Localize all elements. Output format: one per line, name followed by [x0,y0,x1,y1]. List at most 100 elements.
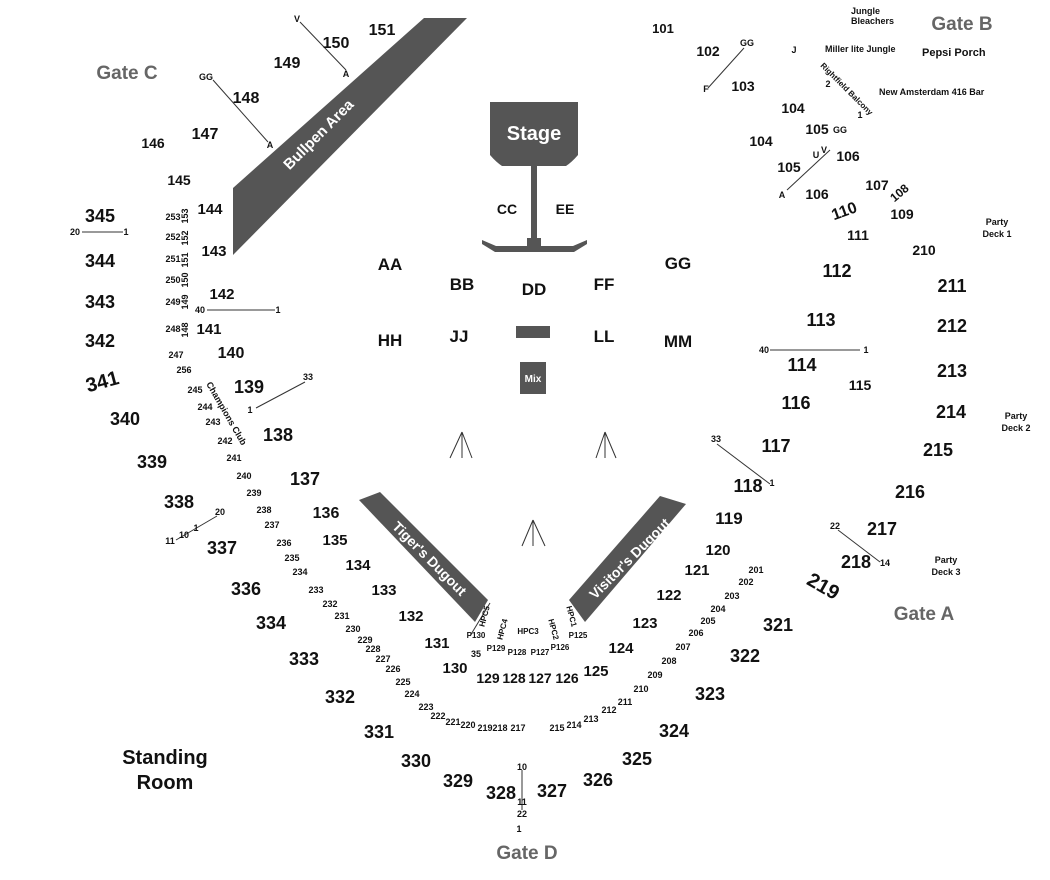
section-326[interactable]: 326 [583,770,613,790]
section-105a[interactable]: 105 [805,121,829,137]
section-121[interactable]: 121 [684,562,709,579]
section-215[interactable]: 215 [923,440,953,460]
floor-section[interactable]: BB [450,275,475,294]
floor-section[interactable]: DD [522,280,547,299]
section-336[interactable]: 336 [231,579,261,599]
section-327[interactable]: 327 [537,781,567,801]
section-104b[interactable]: 104 [749,133,773,149]
section-142[interactable]: 142 [209,286,234,303]
section-333[interactable]: 333 [289,649,319,669]
section-111[interactable]: 111 [847,227,869,243]
section-217[interactable]: 217 [867,519,897,539]
section-123[interactable]: 123 [632,615,657,632]
jungle-bleachers-label[interactable]: Jungle [851,6,880,16]
section-122[interactable]: 122 [656,587,681,604]
section-212[interactable]: 212 [937,316,967,336]
section-106b[interactable]: 106 [805,186,829,202]
section-115[interactable]: 115 [849,377,872,393]
floor-section[interactable]: AA [378,255,403,274]
section-216[interactable]: 216 [895,482,925,502]
section-337[interactable]: 337 [207,538,237,558]
section-334[interactable]: 334 [256,613,286,633]
floor-section[interactable]: FF [594,275,615,294]
section-130[interactable]: 130 [442,660,467,677]
bullpen-area[interactable]: Bullpen Area [233,18,467,255]
section-128[interactable]: 128 [502,670,526,686]
section-149[interactable]: 149 [274,55,301,72]
section-114[interactable]: 114 [787,355,816,375]
section-342[interactable]: 342 [85,331,115,351]
section-117[interactable]: 117 [761,436,790,456]
section-112[interactable]: 112 [822,261,851,281]
gate-b[interactable]: Gate B [931,14,992,35]
section-138[interactable]: 138 [263,425,293,445]
section-127[interactable]: 127 [528,670,552,686]
section-110[interactable]: 110 [829,199,859,224]
section-107[interactable]: 107 [865,177,889,193]
floor-section[interactable]: EE [556,201,575,217]
section-136[interactable]: 136 [313,505,340,522]
floor-section[interactable]: LL [594,327,615,346]
standing-room-label[interactable]: Standing [122,747,208,769]
section-145[interactable]: 145 [167,172,191,188]
section-340[interactable]: 340 [110,409,140,429]
mix-booth[interactable]: Mix [520,362,546,394]
section-338[interactable]: 338 [164,492,194,512]
section-108[interactable]: 108 [887,181,912,205]
section-105b[interactable]: 105 [777,159,801,175]
section-129[interactable]: 129 [476,670,500,686]
party-deck-1-label[interactable]: Party [986,217,1009,227]
party-deck-2-label[interactable]: Party [1005,411,1028,421]
section-218[interactable]: 218 [841,552,871,572]
section-116[interactable]: 116 [781,393,810,413]
section-324[interactable]: 324 [659,721,689,741]
section-135[interactable]: 135 [322,532,347,549]
floor-section[interactable]: CC [497,201,517,217]
section-332[interactable]: 332 [325,687,355,707]
floor-section[interactable]: GG [665,254,691,273]
section-101[interactable]: 101 [652,21,674,36]
floor-section[interactable]: MM [664,332,692,351]
gate-d[interactable]: Gate D [496,843,557,864]
section-344[interactable]: 344 [85,251,115,271]
section-148[interactable]: 148 [233,90,260,107]
section-331[interactable]: 331 [364,722,394,742]
new-amsterdam-bar-label[interactable]: New Amsterdam 416 Bar [879,87,985,97]
section-120[interactable]: 120 [705,542,730,559]
tigers-dugout[interactable]: Tiger's Dugout [359,492,488,622]
section-140[interactable]: 140 [218,345,245,362]
section-330[interactable]: 330 [401,751,431,771]
section-126[interactable]: 126 [555,670,579,686]
section-143[interactable]: 143 [201,243,226,260]
section-137[interactable]: 137 [290,469,320,489]
section-325[interactable]: 325 [622,749,652,769]
section-134[interactable]: 134 [345,557,371,574]
rightfield-balcony-label[interactable]: Rightfield Balcony [819,61,875,117]
section-321[interactable]: 321 [763,615,793,635]
section-343[interactable]: 343 [85,292,115,312]
section-147[interactable]: 147 [192,126,219,143]
gate-a[interactable]: Gate A [894,604,955,625]
section-322[interactable]: 322 [730,646,760,666]
section-146[interactable]: 146 [141,135,165,151]
section-139[interactable]: 139 [234,377,264,397]
section-119[interactable]: 119 [715,509,742,528]
section-133[interactable]: 133 [371,582,396,599]
section-131[interactable]: 131 [424,635,449,652]
pepsi-porch-label[interactable]: Pepsi Porch [922,47,986,59]
floor-section[interactable]: JJ [450,327,469,346]
section-150[interactable]: 150 [323,35,350,52]
section-219[interactable]: 219 [803,569,843,605]
section-339[interactable]: 339 [137,452,167,472]
party-deck-3-label[interactable]: Party [935,555,958,565]
stage[interactable]: Stage [482,102,587,252]
section-141[interactable]: 141 [196,321,221,338]
section-329[interactable]: 329 [443,771,473,791]
section-151[interactable]: 151 [369,22,396,39]
section-323[interactable]: 323 [695,684,725,704]
section-109[interactable]: 109 [890,206,914,222]
section-214[interactable]: 214 [936,402,966,422]
section-113[interactable]: 113 [806,310,835,330]
section-132[interactable]: 132 [398,608,423,625]
section-345[interactable]: 345 [85,206,115,226]
